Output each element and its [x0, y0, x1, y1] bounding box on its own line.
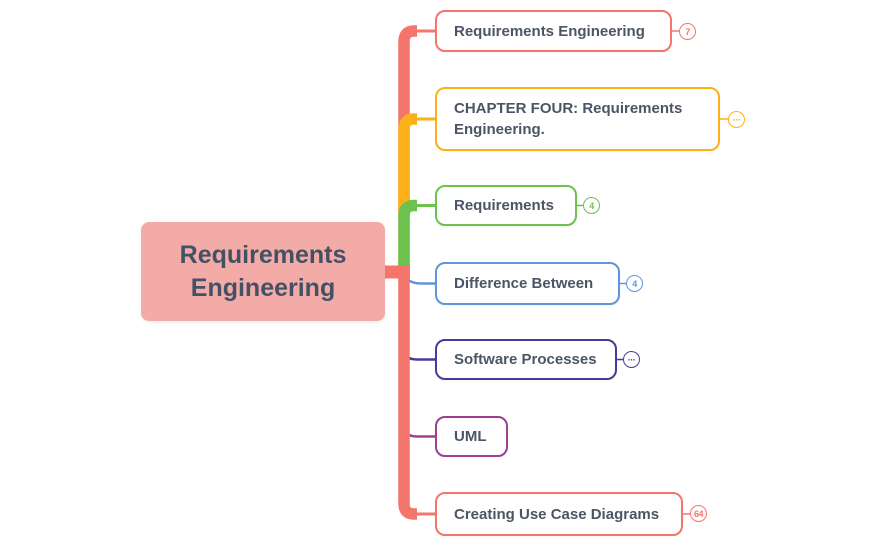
- topic-software-processes[interactable]: Software Processes: [435, 339, 617, 380]
- topic-requirements-engineering[interactable]: Requirements Engineering: [435, 10, 672, 52]
- trunk-creating-use-case: [398, 266, 417, 520]
- topic-difference-between[interactable]: Difference Between: [435, 262, 620, 305]
- topic-chapter-four[interactable]: CHAPTER FOUR: Requirements Engineering.: [435, 87, 720, 151]
- badge-requirements-engineering[interactable]: 7: [679, 23, 696, 40]
- badge-software-processes[interactable]: ···: [623, 351, 640, 368]
- root-topic[interactable]: Requirements Engineering: [141, 222, 385, 321]
- topic-creating-use-case-diagrams[interactable]: Creating Use Case Diagrams: [435, 492, 683, 536]
- badge-requirements[interactable]: 4: [583, 197, 600, 214]
- badge-difference-between[interactable]: 4: [626, 275, 643, 292]
- badge-creating-use-case-diagrams[interactable]: 64: [690, 505, 707, 522]
- badge-chapter-four[interactable]: ···: [728, 111, 745, 128]
- topic-uml[interactable]: UML: [435, 416, 508, 457]
- topic-requirements[interactable]: Requirements: [435, 185, 577, 226]
